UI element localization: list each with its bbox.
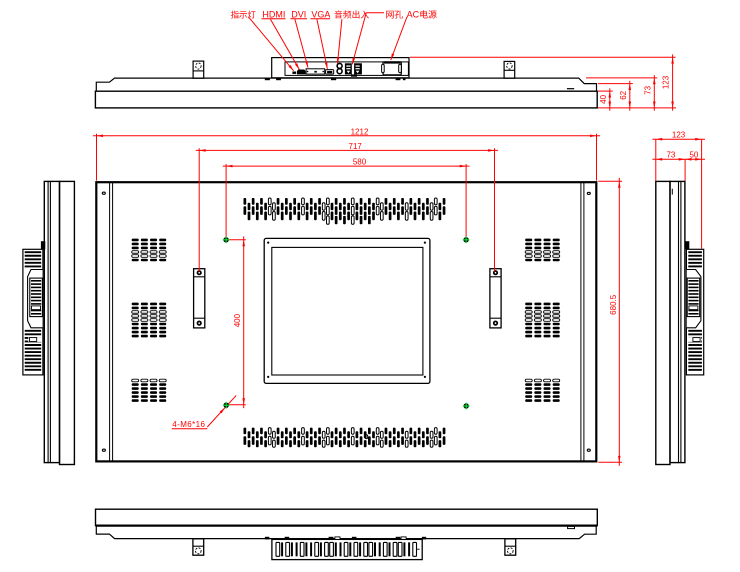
svg-text:400: 400	[233, 313, 242, 327]
svg-text:62: 62	[619, 90, 628, 99]
svg-text:4-M6*16: 4-M6*16	[172, 420, 205, 429]
svg-text:HDMI: HDMI	[262, 9, 285, 19]
svg-text:AC: AC	[407, 9, 420, 19]
svg-text:VGA: VGA	[311, 9, 330, 19]
svg-text:40: 40	[599, 94, 608, 103]
svg-text:73: 73	[666, 151, 675, 160]
svg-text:580: 580	[353, 158, 367, 167]
svg-text:680.5: 680.5	[609, 294, 618, 315]
svg-text:717: 717	[349, 142, 363, 151]
svg-text:50: 50	[689, 151, 698, 160]
svg-text:73: 73	[643, 85, 652, 94]
svg-text:123: 123	[672, 130, 686, 139]
svg-text:1212: 1212	[351, 127, 369, 136]
svg-text:123: 123	[662, 75, 671, 89]
svg-text:DVI: DVI	[291, 9, 306, 19]
